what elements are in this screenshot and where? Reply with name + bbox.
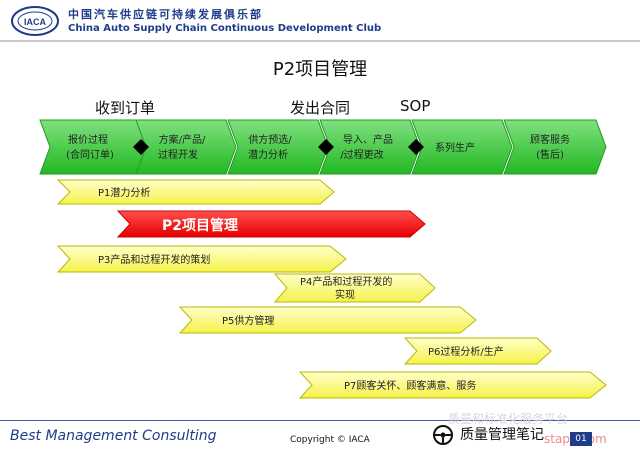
page-number: 01 [570,432,592,446]
process-arrow-p3 [56,245,347,273]
process-arrow-p6 [403,337,552,365]
header-divider [0,40,640,42]
brand-name: 质量管理笔记 [460,427,544,443]
copyright-text: Copyright © IACA [290,435,370,445]
stage-chevron [319,119,421,175]
process-label-p1: P1潜力分析 [98,186,150,199]
milestone-diamond [408,139,424,155]
stage-chevron [135,119,237,175]
stage-label: 导入、产品 [343,133,393,146]
process-label-p6: P6过程分析/生产 [428,345,504,358]
stage-label: 系列生产 [435,141,475,154]
org-name-cn: 中国汽车供应链可持续发展俱乐部 [68,8,263,21]
stage-label: 供方预选/ [248,133,292,146]
stage-label: (售后) [536,148,564,161]
process-arrow-p7 [298,371,607,399]
company-name: Best Management Consulting [10,428,217,444]
process-label-p4: P4产品和过程开发的 [300,275,392,288]
process-label-p4-line2: 实现 [335,288,355,301]
process-label-p2: P2项目管理 [162,217,238,234]
stage-label: 潜力分析 [248,148,288,161]
stage-chevron [39,119,149,175]
org-name-en: China Auto Supply Chain Continuous Devel… [68,23,382,34]
watermark-text: 质量和标准化服务平台 [448,412,569,426]
milestone-contract-issued: 发出合同 [290,99,351,117]
iaca-logo: IACA [10,5,60,37]
logo-text: IACA [24,17,46,27]
stage-label: /过程更改 [340,148,383,161]
stage-row: 报价过程 (合同订单) 方案/产品/ 过程开发 供方预选/ 潜力分析 导入、产品… [39,119,607,175]
stage-chevron [503,119,607,175]
stage-label: 顾客服务 [530,133,570,146]
footer-divider [0,420,640,421]
process-label-p5: P5供方管理 [222,314,274,327]
process-arrow-p1 [56,179,335,205]
process-arrow-p5 [178,306,477,334]
process-label-p3: P3产品和过程开发的策划 [98,253,210,266]
process-arrow-p4 [273,273,436,303]
stage-label: 报价过程 [68,133,108,146]
stage-chevron [227,119,329,175]
milestone-diamond [133,139,149,155]
milestone-order-received: 收到订单 [95,99,156,117]
stage-label: (合同订单) [66,148,114,161]
process-label-p7: P7顾客关怀、顾客满意、服务 [344,379,476,392]
page-title: P2项目管理 [272,59,368,80]
steering-wheel-icon [432,424,454,446]
stage-label: 过程开发 [158,148,198,161]
process-arrow-p2 [116,210,426,238]
stage-label: 方案/产品/ [159,133,206,146]
milestone-diamond [318,139,334,155]
milestone-sop: SOP [400,97,431,115]
